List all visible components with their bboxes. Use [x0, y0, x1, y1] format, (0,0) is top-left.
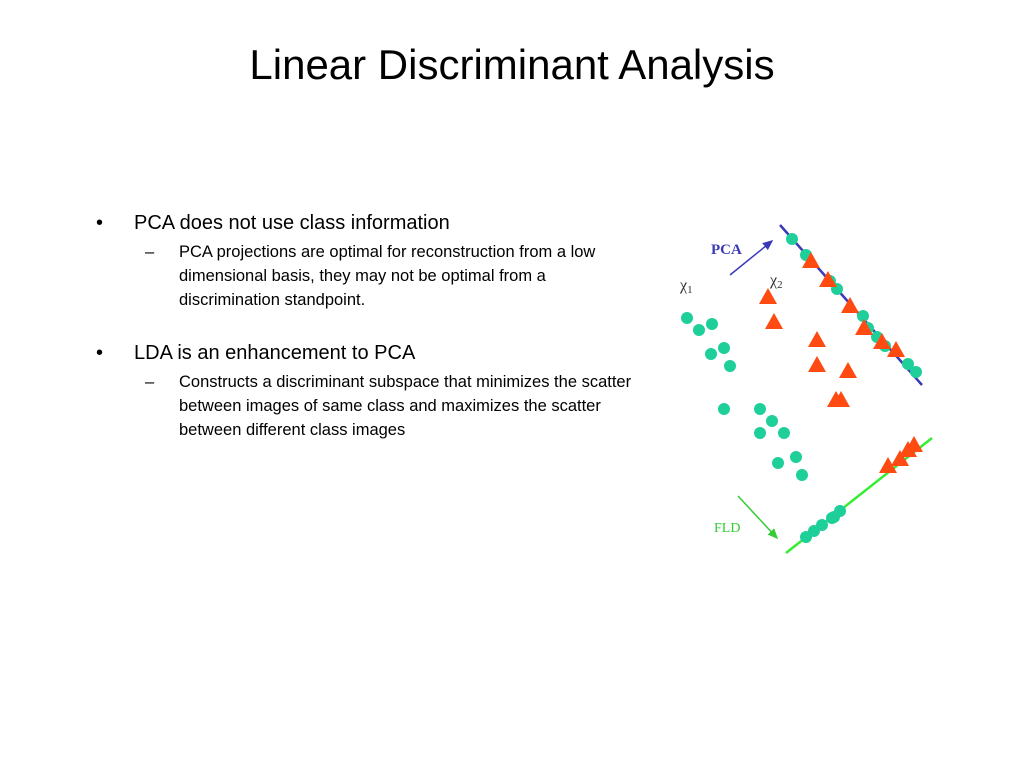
class1-point [816, 519, 828, 531]
class2-point [819, 271, 837, 287]
pca-arrow [729, 240, 774, 276]
class1-point [910, 366, 922, 378]
class1-point [828, 511, 840, 523]
bullet-text: LDA is an enhancement to PCA [134, 342, 416, 364]
pca-vs-fld-diagram: PCA χ1 χ2 FLD [679, 224, 933, 554]
class1-point [693, 324, 705, 336]
class1-point [706, 318, 718, 330]
fld-arrow [737, 495, 779, 540]
class2-point [891, 450, 909, 466]
class1-point [772, 457, 784, 469]
class2-point [808, 356, 826, 372]
class2-point [765, 313, 783, 329]
sub-bullet-item: – Constructs a discriminant subspace tha… [145, 370, 641, 442]
chi1-label: χ1 [679, 277, 693, 296]
slide-title: Linear Discriminant Analysis [249, 41, 775, 88]
chi2-label: χ2 [769, 272, 783, 291]
class1-point [718, 342, 730, 354]
class1-point [754, 403, 766, 415]
class1-point [718, 403, 730, 415]
class1-point [681, 312, 693, 324]
class2-point [841, 297, 859, 313]
class1-point [902, 358, 914, 370]
class2-point [839, 362, 857, 378]
class1-point [857, 310, 869, 322]
bullet-item: • PCA does not use class information [96, 210, 641, 236]
sub-bullet-marker: – [145, 243, 155, 261]
class2-point [905, 436, 923, 452]
class1-point [724, 360, 736, 372]
class2-point [802, 252, 820, 268]
class1-point [778, 427, 790, 439]
bullet-text: PCA does not use class information [134, 212, 450, 234]
class1-point [796, 469, 808, 481]
class2-points [759, 252, 923, 473]
class2-point [832, 391, 850, 407]
class2-point [873, 333, 891, 349]
class2-point [808, 331, 826, 347]
class1-point [786, 233, 798, 245]
class1-point [766, 415, 778, 427]
bullet-list: • PCA does not use class information – P… [96, 210, 641, 442]
class2-point [759, 288, 777, 304]
class1-point [705, 348, 717, 360]
pca-label: PCA [711, 242, 742, 258]
sub-bullet-text: Constructs a discriminant subspace that … [179, 373, 632, 439]
sub-bullet-item: – PCA projections are optimal for recons… [145, 240, 641, 312]
class1-point [754, 427, 766, 439]
bullet-marker: • [96, 212, 104, 234]
class2-point [879, 457, 897, 473]
bullet-item: • LDA is an enhancement to PCA [96, 340, 641, 366]
class1-points [681, 233, 922, 543]
sub-bullet-marker: – [145, 373, 155, 391]
class1-point [790, 451, 802, 463]
sub-bullet-text: PCA projections are optimal for reconstr… [179, 243, 596, 309]
bullet-marker: • [96, 342, 104, 364]
fld-label: FLD [714, 521, 740, 536]
class2-point [855, 319, 873, 335]
class2-point [887, 341, 905, 357]
